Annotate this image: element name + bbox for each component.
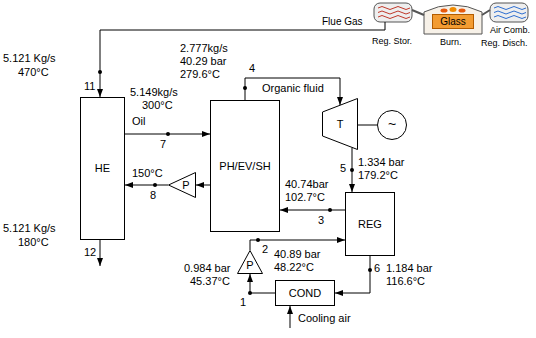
node-text: PH/EV/SH	[219, 160, 270, 172]
temperature-value: 179.2°C	[358, 169, 398, 182]
part-name: Reg. Stor.	[372, 36, 412, 46]
state-number: 4	[249, 62, 255, 75]
state-number: 1	[240, 296, 246, 309]
hot-gas-lines	[378, 7, 410, 19]
glass-bath: Glass	[432, 14, 474, 29]
node-text: HE	[95, 162, 110, 174]
heat-exchanger: HE	[80, 97, 125, 240]
part-name: Reg. Disch.	[481, 38, 528, 48]
oil-pump: P	[168, 172, 196, 198]
turbine-outline	[323, 99, 358, 150]
condenser-box: COND	[275, 280, 335, 306]
temperature-value: 45.37°C	[190, 275, 230, 288]
temperature-value: 48.22°C	[274, 261, 314, 274]
temperature-value: 116.6°C	[386, 275, 425, 288]
fluid-pump: P	[237, 250, 263, 274]
pressure-value: 0.984 bar	[184, 262, 230, 275]
pump-outline	[169, 173, 196, 198]
flow-value: 5.121 Kg/s	[3, 222, 56, 235]
flow-connector	[196, 185, 210, 186]
flow-connector	[250, 274, 275, 293]
pressure-value: 1.184 bar	[386, 262, 432, 275]
air-lines	[494, 7, 526, 19]
pump-outline	[238, 251, 263, 274]
turbine-symbol: T	[322, 98, 358, 150]
flame	[459, 9, 466, 13]
stream-label: Cooling air	[298, 312, 351, 325]
state-number: 6	[374, 262, 380, 275]
stream-label: Air Comb.	[490, 25, 530, 35]
generator-symbol: ~	[377, 110, 407, 140]
state-number: 3	[318, 214, 324, 227]
state-number: 11	[84, 80, 95, 93]
flow-connector	[352, 148, 353, 192]
part-name: Burn.	[440, 37, 462, 47]
flame	[450, 7, 457, 12]
temperature-value: 470°C	[18, 66, 49, 79]
stream-label: Flue Gas	[322, 16, 363, 28]
flow-value: 5.121 Kg/s	[3, 52, 56, 65]
node-text: P	[182, 179, 189, 191]
state-points	[98, 70, 372, 295]
stream-label: Oil	[132, 115, 145, 128]
flow-connector	[335, 256, 370, 293]
regenerator-box: REG	[345, 192, 395, 256]
flow-connector	[358, 125, 377, 126]
flue-gas-outlet	[100, 240, 101, 266]
melter	[424, 5, 482, 34]
state-number: 2	[262, 243, 268, 256]
node-text: P	[246, 259, 253, 271]
pressure-value: 1.334 bar	[358, 156, 404, 169]
node-text: REG	[358, 218, 382, 230]
evaporator-box: PH/EV/SH	[210, 100, 280, 232]
flame	[441, 9, 448, 13]
flow-value: 5.149kg/s	[130, 86, 178, 99]
temperature-value: 150°C	[132, 167, 163, 180]
state-number: 12	[84, 246, 96, 259]
flow-connector	[280, 210, 345, 211]
pressure-value: 40.29 bar	[180, 55, 226, 68]
flow-value: 2.777kg/s	[180, 42, 228, 55]
temperature-value: 180°C	[18, 236, 49, 249]
state-number: 5	[340, 162, 346, 175]
stream-label: Organic fluid	[262, 82, 324, 95]
generator-outline	[378, 111, 407, 140]
temperature-value: 300°C	[142, 99, 173, 112]
temperature-value: 102.7°C	[285, 191, 325, 204]
cooling-air-arrow	[290, 306, 291, 328]
flow-connector	[125, 134, 210, 135]
state-number: 8	[150, 189, 156, 202]
storage-regenerator	[374, 3, 412, 22]
discharge-regenerator	[490, 3, 528, 22]
pressure-value: 40.74bar	[285, 178, 328, 191]
state-number: 7	[160, 138, 166, 151]
pressure-value: 40.89 bar	[274, 248, 320, 261]
flue-gas-line	[100, 22, 385, 97]
oil-pump-outline	[168, 172, 196, 198]
node-text: T	[337, 118, 344, 130]
flow-connector	[125, 185, 168, 186]
node-text: ~	[388, 117, 396, 132]
state-dot	[98, 70, 102, 74]
temperature-value: 279.6°C	[180, 68, 220, 81]
node-text: COND	[289, 287, 321, 299]
node-text: Glass	[440, 16, 466, 27]
